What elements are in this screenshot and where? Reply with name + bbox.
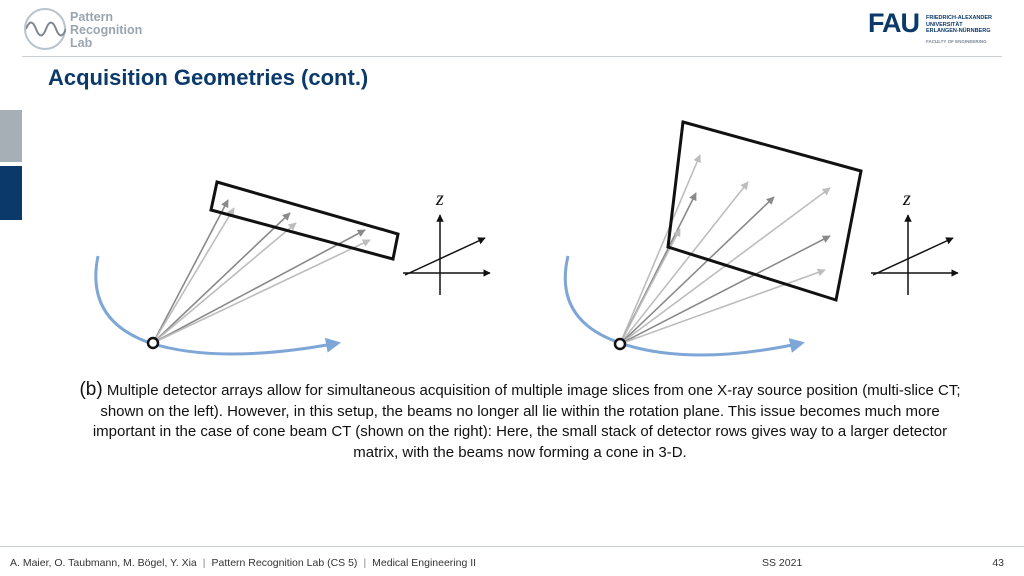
xray-source-left	[146, 336, 160, 350]
university-line-1: FRIEDRICH-ALEXANDER	[926, 15, 992, 21]
lab-logo-text: Pattern Recognition Lab	[70, 11, 142, 50]
university-line-3: ERLANGEN-NÜRNBERG	[926, 28, 991, 34]
detector-array-left	[209, 180, 400, 261]
beam-rays-left	[152, 199, 371, 344]
z-axis-label-left: z	[435, 188, 444, 210]
page-number: 43	[992, 557, 1004, 569]
rotation-arc-right	[563, 255, 805, 357]
header-divider	[22, 56, 1002, 57]
footer-separator: |	[202, 557, 206, 569]
side-marker-gray	[0, 110, 22, 162]
cone-beam-ct-diagram: z	[563, 120, 959, 357]
detector-matrix-right	[666, 120, 863, 302]
university-name: FRIEDRICH-ALEXANDER UNIVERSITÄT ERLANGEN…	[926, 15, 992, 35]
z-axis-label-right: z	[902, 188, 911, 210]
caption-text: Multiple detector arrays allow for simul…	[92, 382, 961, 461]
side-marker-blue	[0, 166, 22, 220]
footer-authors: A. Maier, O. Taubmann, M. Bögel, Y. Xia	[10, 557, 197, 569]
footer-term: SS 2021	[762, 557, 803, 569]
footer-left: A. Maier, O. Taubmann, M. Bögel, Y. Xia |…	[10, 557, 476, 569]
faculty-name: FACULTY OF ENGINEERING	[926, 39, 987, 44]
fau-logo: FAU FRIEDRICH-ALEXANDER UNIVERSITÄT ERLA…	[868, 8, 998, 46]
slide-title: Acquisition Geometries (cont.)	[48, 65, 369, 90]
fau-wordmark: FAU	[868, 8, 920, 38]
university-line-2: UNIVERSITÄT	[926, 21, 963, 28]
coordinate-axes-left: z	[403, 188, 491, 295]
multi-slice-ct-diagram: z	[94, 180, 491, 356]
xray-source-right	[613, 337, 627, 351]
footer-divider	[0, 546, 1024, 547]
acquisition-geometry-figure: z z	[94, 120, 959, 357]
caption-label: (b)	[79, 379, 103, 400]
coordinate-axes-right: z	[871, 188, 959, 295]
pattern-recognition-lab-logo: Pattern Recognition Lab	[24, 8, 164, 54]
footer-course: Medical Engineering II	[372, 557, 477, 569]
rotation-arc-left	[94, 255, 341, 356]
lab-logo-line-2: Recognition	[70, 23, 143, 37]
footer-separator: |	[363, 557, 367, 569]
figure-caption: (b) Multiple detector arrays allow for s…	[70, 379, 970, 463]
lab-logo-line-1: Pattern	[70, 10, 114, 24]
waveform-icon	[26, 21, 66, 37]
footer-lab: Pattern Recognition Lab (CS 5)	[211, 557, 358, 569]
lab-logo-line-3: Lab	[70, 36, 93, 50]
beam-rays-right	[619, 154, 831, 345]
